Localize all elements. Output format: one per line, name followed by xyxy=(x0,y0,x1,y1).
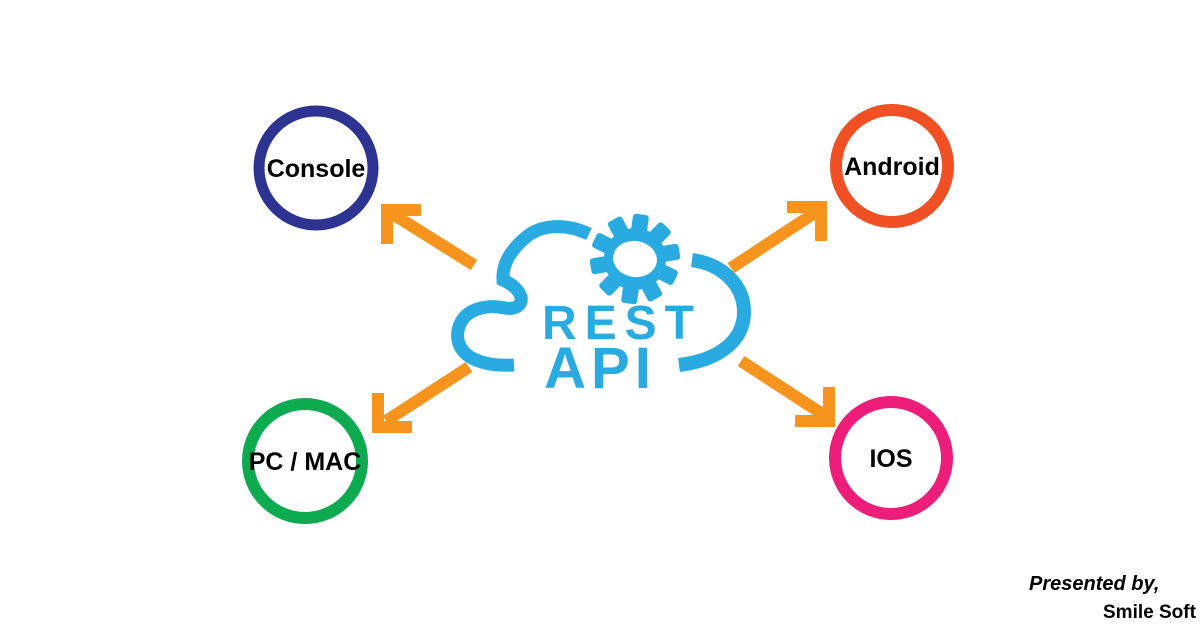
node-circle-android xyxy=(830,104,954,228)
gear-hole xyxy=(613,240,657,278)
cloud-left-outline xyxy=(451,220,592,372)
center-label-rest: REST xyxy=(542,297,702,350)
node-label-android: Android xyxy=(844,153,940,181)
footer-author: Smile Soft xyxy=(1103,602,1197,623)
center-label-api: API xyxy=(544,336,656,401)
arrow-top-right xyxy=(727,201,827,274)
cloud-right-outline xyxy=(678,253,752,372)
node-android: Android xyxy=(830,104,954,228)
gear-icon xyxy=(589,213,681,305)
node-circle-ios xyxy=(829,396,953,520)
node-circle-console xyxy=(253,105,379,231)
node-label-console: Console xyxy=(267,155,366,183)
cloud-icon xyxy=(451,220,752,372)
arrow-bottom-left xyxy=(372,361,473,433)
node-circle-pc-mac xyxy=(242,398,368,524)
node-console: Console xyxy=(253,105,379,231)
footer-presented-by: Presented by, xyxy=(1029,573,1159,595)
node-label-ios: IOS xyxy=(869,445,912,473)
node-ios: IOS xyxy=(829,396,953,520)
node-pc-mac: PC / MAC xyxy=(242,398,368,524)
arrow-bottom-right xyxy=(737,355,835,427)
node-label-pc-mac: PC / MAC xyxy=(249,448,362,476)
arrow-top-left xyxy=(381,204,478,271)
